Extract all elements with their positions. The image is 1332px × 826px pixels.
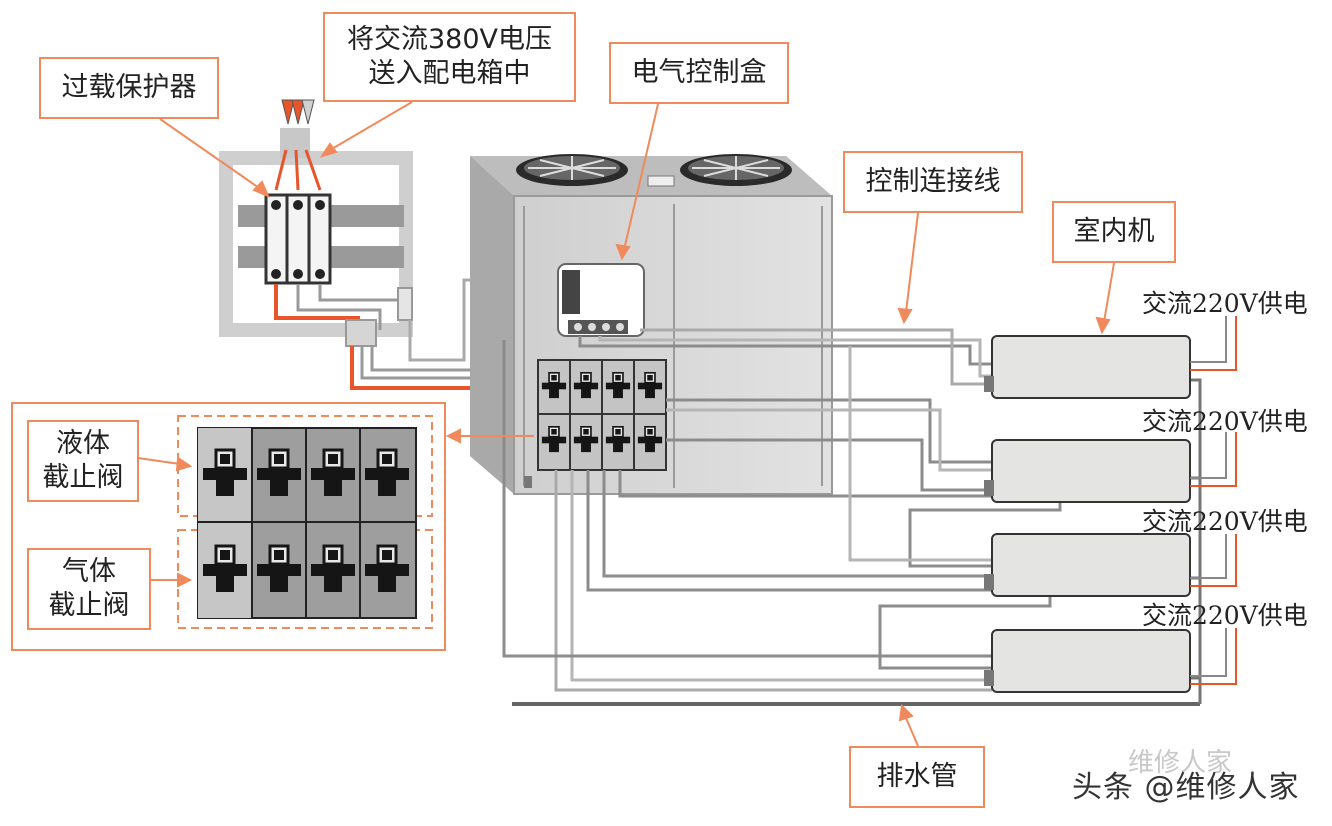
valve-detail-panel (11, 402, 446, 651)
label-control-box: 电气控制盒 (631, 57, 767, 88)
label-indoor-unit: 室内机 (1073, 216, 1155, 247)
callout-liquid-valve: 液体 截止阀 (27, 420, 139, 502)
callout-overload-protector: 过载保护器 (39, 57, 219, 119)
callout-drain-pipe: 排水管 (849, 746, 985, 808)
supply-label-1: 交流220V供电 (1142, 289, 1308, 318)
valve-icon (637, 371, 663, 399)
label-gas-valve-line1: 气体 (62, 556, 116, 587)
label-liquid-valve-line2: 截止阀 (42, 462, 124, 493)
valve-icon (257, 544, 301, 592)
valve-icon (541, 425, 567, 453)
supply-label-2: 交流220V供电 (1142, 407, 1308, 436)
indoor-unit-3 (984, 533, 1191, 597)
valve-icon (203, 448, 247, 496)
label-overload-protector: 过载保护器 (61, 72, 197, 103)
valve-icon (203, 544, 247, 592)
outdoor-unit (470, 154, 833, 495)
valve-icon (311, 544, 355, 592)
supply-wire-1 (1190, 316, 1237, 371)
label-gas-valve-line2: 截止阀 (48, 590, 130, 621)
supply-wire-2 (1190, 432, 1237, 487)
callout-control-box: 电气控制盒 (609, 42, 789, 104)
callout-arrows (137, 101, 1115, 747)
supply-wire-4 (1190, 628, 1237, 685)
valve-icon (573, 425, 599, 453)
label-ac380-line1: 将交流380V电压 (346, 24, 552, 55)
valve-icon (257, 448, 301, 496)
supply-label-4: 交流220V供电 (1142, 601, 1308, 630)
label-drain-pipe: 排水管 (876, 761, 958, 792)
distribution-box (219, 99, 413, 347)
valve-icon (365, 544, 409, 592)
supply-label-3: 交流220V供电 (1142, 507, 1308, 536)
indoor-units (984, 335, 1191, 693)
indoor-unit-1 (984, 335, 1191, 399)
callout-indoor-unit: 室内机 (1052, 201, 1176, 263)
label-liquid-valve-line1: 液体 (56, 428, 110, 459)
indoor-unit-4 (984, 629, 1191, 693)
watermark-ghost: 维修人家 (1128, 748, 1233, 778)
supply-wires (1190, 316, 1237, 685)
label-ac380-line2: 送入配电箱中 (368, 58, 531, 89)
overload-breaker (264, 193, 332, 285)
watermark: 头条 @维修人家 (1072, 770, 1300, 805)
label-control-wire: 控制连接线 (865, 166, 1001, 197)
valve-icon (541, 371, 567, 399)
callout-control-wire: 控制连接线 (843, 151, 1023, 213)
valve-icon (605, 371, 631, 399)
valve-icon (365, 448, 409, 496)
callout-ac380: 将交流380V电压 送入配电箱中 (323, 12, 576, 102)
valve-icon (637, 425, 663, 453)
fan-icon (516, 154, 628, 186)
valve-icon (573, 371, 599, 399)
valve-icon (311, 448, 355, 496)
valve-icon (605, 425, 631, 453)
indoor-unit-2 (984, 439, 1191, 503)
fan-icon (680, 154, 792, 186)
refrigerant-piping (502, 328, 1202, 706)
supply-wire-3 (1190, 534, 1237, 587)
callout-gas-valve: 气体 截止阀 (27, 548, 151, 630)
electric-control-box (557, 263, 645, 337)
